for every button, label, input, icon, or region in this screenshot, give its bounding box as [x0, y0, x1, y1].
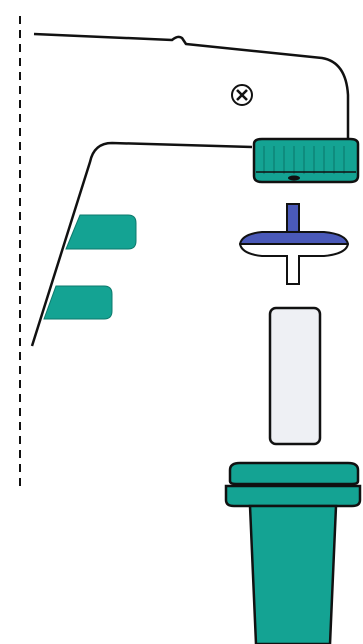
upper-trigger-button — [65, 214, 137, 250]
pipette-grip-outline — [30, 141, 253, 347]
lower-trigger-button — [43, 285, 113, 320]
valve-icon — [239, 203, 349, 285]
cap-nut-icon — [252, 137, 360, 184]
pipette-body-outline — [33, 32, 350, 140]
nose-cone-icon — [224, 461, 362, 644]
filter-icon — [268, 306, 322, 446]
screw-icon — [231, 84, 253, 106]
